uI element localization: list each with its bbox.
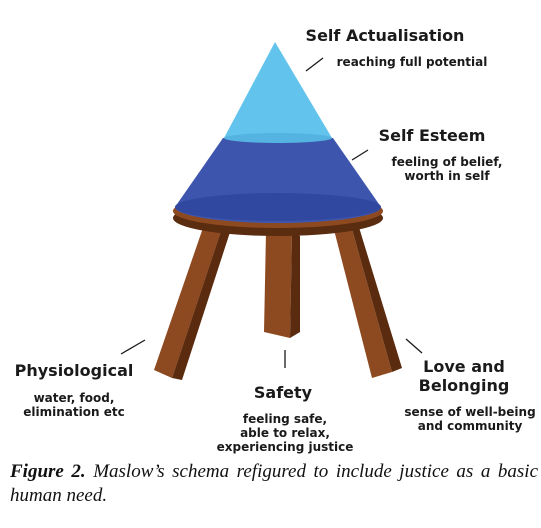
layer-boundary: [224, 133, 332, 143]
pointer-self-actualisation: [305, 57, 324, 72]
leg-love-belonging: [332, 222, 402, 378]
pointer-lines: [120, 57, 423, 368]
self-esteem-title: Self Esteem: [379, 126, 486, 145]
pointer-love-belonging: [405, 338, 423, 354]
maslow-stool-diagram: Self Actualisation reaching full potenti…: [15, 26, 536, 454]
figure-label: Figure 2.: [10, 461, 86, 482]
self-esteem-desc-line2: worth in self: [404, 169, 490, 183]
self-esteem-base-shade: [175, 193, 381, 221]
physiological-desc-line2: elimination etc: [23, 405, 124, 419]
love-belonging-desc-line1: sense of well-being: [404, 405, 535, 419]
stool-legs: [154, 222, 402, 380]
pointer-self-esteem: [351, 149, 369, 161]
love-belonging-title-line2: Belonging: [419, 376, 510, 395]
leg-safety: [264, 232, 300, 338]
self-esteem-desc-line1: feeling of belief,: [392, 155, 503, 169]
safety-desc-line3: experiencing justice: [217, 440, 354, 454]
pointer-physiological: [120, 339, 146, 355]
leg-physiological: [154, 222, 232, 380]
love-belonging-title-line1: Love and: [423, 357, 505, 376]
love-belonging-desc-line2: and community: [418, 419, 523, 433]
figure-caption-text: Maslow’s schema refigured to include jus…: [10, 461, 539, 506]
physiological-desc-line1: water, food,: [34, 391, 115, 405]
safety-title: Safety: [254, 383, 313, 402]
self-actualisation-layer: [224, 42, 332, 138]
figure-caption: Figure 2. Maslow’s schema refigured to i…: [10, 460, 538, 508]
safety-desc-line2: able to relax,: [240, 426, 330, 440]
physiological-title: Physiological: [15, 361, 134, 380]
needs-cone: [175, 42, 381, 223]
self-actualisation-desc: reaching full potential: [337, 55, 488, 69]
safety-desc-line1: feeling safe,: [243, 412, 327, 426]
self-actualisation-title: Self Actualisation: [306, 26, 465, 45]
